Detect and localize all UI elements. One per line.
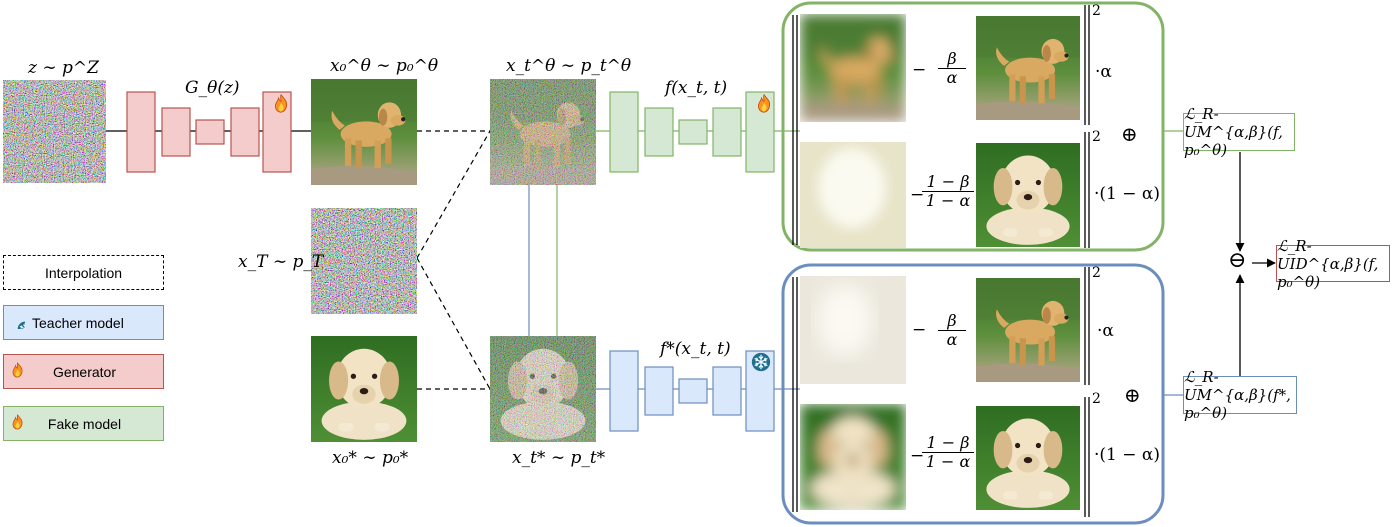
times-one-minus-alpha: ·(1 − α) [1094,184,1161,204]
legend-teacher-label: Teacher model [32,314,124,331]
x0-star-image [311,336,417,442]
minus-sign: − [912,60,927,80]
fake-loss-panel [781,1,1165,252]
interpolation-lines [416,130,491,390]
z-noise-image [3,80,106,183]
minus-sign: − [910,446,925,466]
xt-theta-label: x_t^θ ∼ p_t^θ [506,56,632,76]
fake-target-image-2 [976,143,1080,247]
oplus-symbol: ⊕ [1124,383,1141,407]
fake-target-image-1 [976,16,1080,120]
teacher-model-label: f*(x_t, t) [660,339,731,359]
legend-generator: Generator [3,354,164,389]
fake-pred-image-2 [800,142,906,248]
minus-sign: − [910,185,925,205]
teacher-panel-content [792,267,1090,517]
teacher-target-image-2 [976,406,1080,510]
norm-power: 2 [1092,129,1101,145]
norm-power: 2 [1092,265,1101,281]
oplus-symbol: ⊕ [1121,122,1138,146]
legend-interpolation-label: Interpolation [44,264,123,281]
teacher-pred-image-1 [800,276,906,384]
teacher-pred-image-2 [800,404,906,510]
xt-theta-image [490,79,596,185]
teacher-target-image-1 [976,278,1080,382]
xt-star-label: x_t* ∼ p_t* [512,448,606,468]
xT-noise-image [311,208,417,314]
fake-model-label: f(x_t, t) [665,78,728,98]
legend-snowflake-icon [8,313,26,333]
legend-teacher: Teacher model [3,305,164,340]
minus-sign: − [912,320,927,340]
norm-power: 2 [1092,3,1101,19]
legend-generator-flame-icon [8,362,26,382]
times-alpha: ·α [1095,62,1112,82]
x0-theta-image [311,79,417,185]
fake-model-network [609,91,775,173]
uid-loss-box: ℒ_R-UID^{α,β}(f, p₀^θ) [1276,237,1390,291]
generator-label: G_θ(z) [185,78,240,98]
z-label: z ∼ p^Z [28,58,99,78]
fake-loss-box: ℒ_R-UM^{α,β}(f, p₀^θ) [1183,105,1295,159]
legend-interpolation: Interpolation [3,255,164,290]
xT-label: x_T ∼ p_T [238,252,324,272]
teacher-loss-panel [781,263,1165,525]
x0-theta-label: x₀^θ ∼ p₀^θ [330,56,439,76]
ominus-symbol: ⊖ [1228,248,1247,273]
teacher-model-network [609,350,775,432]
teacher-snowflake-icon [751,352,771,372]
xt-star-image [490,336,596,442]
norm-power: 2 [1092,391,1101,407]
legend-generator-label: Generator [52,363,117,380]
legend-fake: Fake model [3,406,164,441]
generator-network [126,91,292,173]
times-alpha: ·α [1097,321,1114,341]
legend-fake-label: Fake model [47,415,122,432]
fake-panel-content [792,5,1090,248]
times-one-minus-alpha: ·(1 − α) [1094,445,1161,465]
legend-fake-flame-icon [8,414,26,434]
fake-pred-image-1 [800,14,906,122]
teacher-loss-box: ℒ_R-UM^{α,β}(f*, p₀^θ) [1183,368,1297,422]
x0-star-label: x₀* ∼ p₀* [332,448,409,468]
